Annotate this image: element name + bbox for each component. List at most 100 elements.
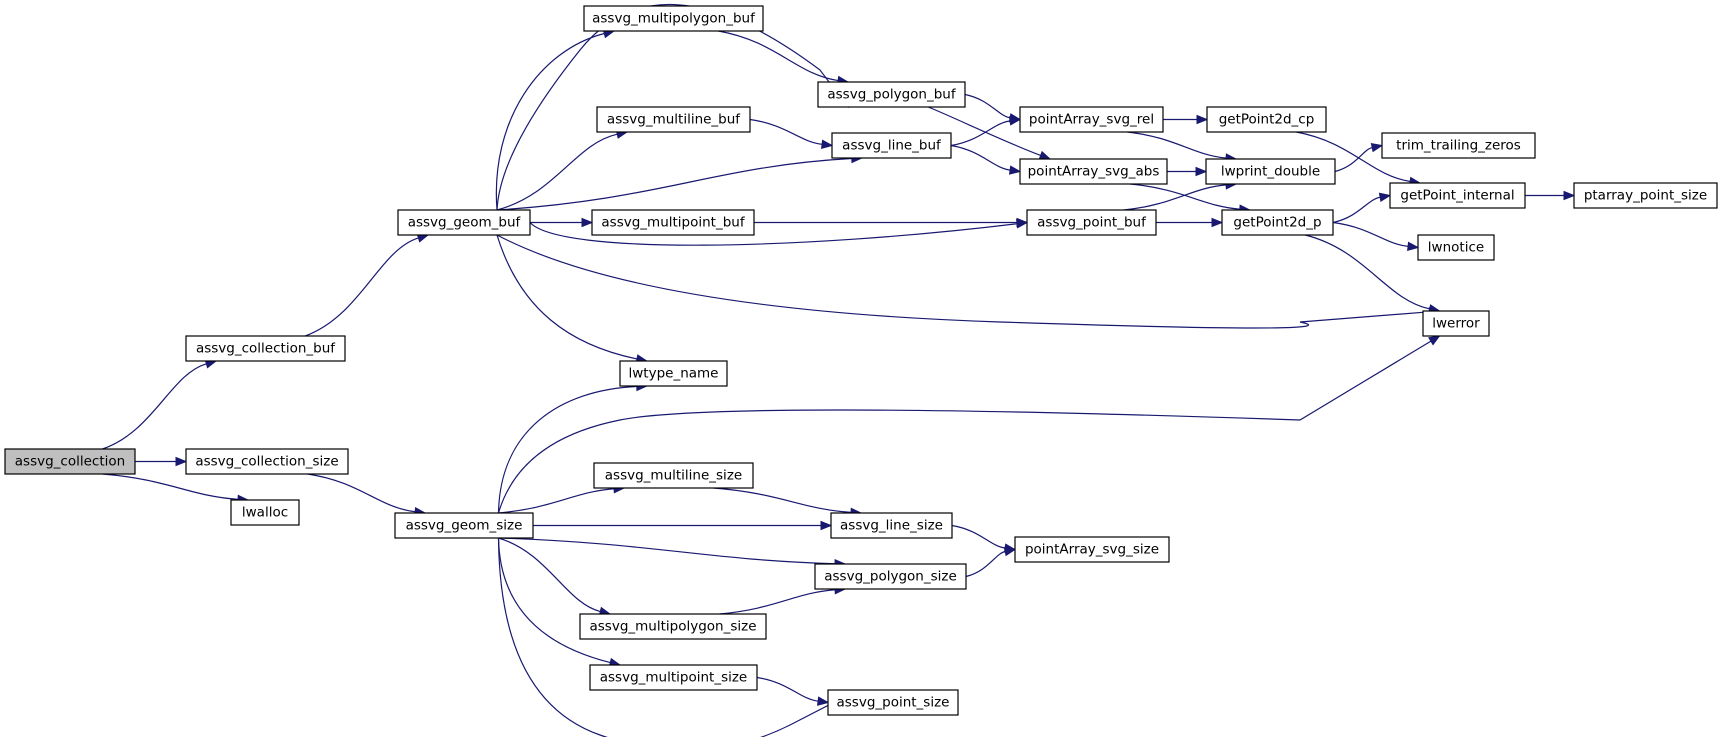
- edge-line: [1332, 196, 1381, 224]
- node-pointArray-svg-size[interactable]: pointArray_svg_size: [1014, 536, 1170, 563]
- node-box: [579, 613, 767, 640]
- node-assvg-polygon-size[interactable]: assvg_polygon_size: [814, 563, 967, 590]
- edge-assvg-collection-buf-to-assvg-geom-buf: [305, 233, 430, 337]
- node-label: assvg_polygon_size: [824, 569, 957, 585]
- node-label: ptarray_point_size: [1584, 188, 1707, 204]
- edge-line: [498, 488, 615, 514]
- node-assvg-multipoint-size[interactable]: assvg_multipoint_size: [589, 664, 758, 691]
- node-pointArray-svg-abs[interactable]: pointArray_svg_abs: [1019, 158, 1168, 185]
- arrowhead: [1016, 217, 1029, 228]
- edge-line: [1332, 221, 1409, 248]
- edge-line: [307, 473, 416, 513]
- node-ptarray-point-size[interactable]: ptarray_point_size: [1573, 182, 1718, 209]
- node-assvg-collection-buf[interactable]: assvg_collection_buf: [185, 335, 346, 362]
- arrowhead: [1407, 241, 1420, 252]
- node-getPoint-internal[interactable]: getPoint_internal: [1389, 182, 1526, 209]
- node-box: [583, 5, 764, 32]
- node-box: [830, 512, 953, 539]
- edge-assvg-multipolygon-size-to-assvg-polygon-size: [719, 585, 847, 615]
- node-assvg-multiline-buf[interactable]: assvg_multiline_buf: [596, 106, 751, 133]
- edge-assvg-line-buf-to-pointArray-svg-rel: [950, 116, 1022, 147]
- edges-layer: [102, 3, 1576, 737]
- edge-getPoint-internal-to-ptarray-point-size: [1525, 190, 1576, 201]
- edge-line: [1334, 146, 1373, 173]
- arrowhead: [1428, 335, 1441, 346]
- node-label: assvg_line_buf: [842, 138, 942, 154]
- node-assvg-multipolygon-buf[interactable]: assvg_multipolygon_buf: [583, 5, 764, 32]
- node-box: [591, 209, 755, 236]
- arrowhead: [175, 456, 188, 467]
- node-lwnotice[interactable]: lwnotice: [1417, 234, 1495, 261]
- node-assvg-multipolygon-size[interactable]: assvg_multipolygon_size: [579, 613, 767, 640]
- edge-line: [713, 487, 852, 513]
- edge-assvg-geom-buf-to-assvg-line-buf: [496, 153, 864, 211]
- edge-line: [497, 340, 1432, 514]
- node-box: [1019, 106, 1164, 133]
- node-assvg-point-buf[interactable]: assvg_point_buf: [1026, 209, 1157, 236]
- edge-line: [305, 237, 419, 337]
- node-label: pointArray_svg_size: [1025, 542, 1159, 558]
- node-box: [589, 664, 758, 691]
- node-label: assvg_geom_buf: [408, 215, 522, 231]
- node-label: pointArray_svg_abs: [1028, 164, 1160, 180]
- node-box: [596, 106, 751, 133]
- node-box: [1381, 132, 1536, 159]
- arrowhead: [1378, 192, 1392, 203]
- node-box: [1417, 234, 1495, 261]
- node-assvg-collection[interactable]: assvg_collection: [4, 448, 136, 475]
- node-assvg-geom-buf[interactable]: assvg_geom_buf: [397, 209, 531, 236]
- arrowhead: [581, 217, 594, 228]
- node-getPoint2d-p[interactable]: getPoint2d_p: [1221, 209, 1334, 236]
- arrowhead: [821, 139, 834, 149]
- arrowhead: [1211, 217, 1224, 228]
- node-assvg-point-size[interactable]: assvg_point_size: [827, 689, 959, 716]
- edge-assvg-geom-size-to-lwtype-name: [497, 381, 649, 514]
- node-trim-trailing-zeros[interactable]: trim_trailing_zeros: [1381, 132, 1536, 159]
- edge-line: [950, 120, 1011, 147]
- arrowhead: [1370, 142, 1384, 153]
- edge-assvg-collection-to-assvg-collection-size: [134, 456, 188, 467]
- node-label: getPoint2d_cp: [1219, 112, 1315, 128]
- arrowhead: [1196, 114, 1209, 125]
- node-label: trim_trailing_zeros: [1396, 138, 1521, 154]
- node-assvg-polygon-buf[interactable]: assvg_polygon_buf: [817, 81, 966, 108]
- edge-pointArray-svg-rel-to-getPoint2d-cp: [1163, 114, 1209, 125]
- edge-assvg-multiline-size-to-assvg-line-size: [713, 487, 863, 518]
- node-getPoint2d-cp[interactable]: getPoint2d_cp: [1206, 106, 1327, 133]
- node-box: [1205, 158, 1336, 185]
- node-box: [827, 689, 959, 716]
- node-assvg-geom-size[interactable]: assvg_geom_size: [394, 512, 534, 539]
- node-lwprint-double[interactable]: lwprint_double: [1205, 158, 1336, 185]
- edge-getPoint2d-p-to-lwnotice: [1332, 221, 1420, 252]
- node-assvg-line-size[interactable]: assvg_line_size: [830, 512, 953, 539]
- node-assvg-multipoint-buf[interactable]: assvg_multipoint_buf: [591, 209, 755, 236]
- node-label: assvg_polygon_buf: [827, 87, 956, 103]
- edge-line: [102, 363, 207, 450]
- node-label: assvg_multipolygon_size: [589, 619, 756, 635]
- node-assvg-multiline-size[interactable]: assvg_multiline_size: [593, 462, 754, 489]
- edge-assvg-geom-buf-to-lwerror: [496, 234, 1441, 329]
- edge-assvg-polygon-size-to-pointArray-svg-size: [965, 546, 1017, 578]
- edge-assvg-geom-size-to-assvg-multiline-size: [498, 484, 626, 514]
- edge-line: [497, 385, 637, 514]
- node-lwtype-name[interactable]: lwtype_name: [619, 360, 728, 387]
- node-label: assvg_point_buf: [1037, 215, 1147, 231]
- arrowhead: [820, 520, 833, 531]
- node-assvg-collection-size[interactable]: assvg_collection_size: [185, 448, 349, 475]
- node-pointArray-svg-rel[interactable]: pointArray_svg_rel: [1019, 106, 1164, 133]
- edge-line: [950, 144, 1011, 171]
- node-lwalloc[interactable]: lwalloc: [230, 499, 300, 526]
- arrowhead: [1008, 165, 1022, 175]
- edge-assvg-geom-size-to-assvg-multipoint-size: [497, 537, 622, 668]
- arrowhead: [816, 696, 830, 706]
- node-box: [1014, 536, 1170, 563]
- edge-assvg-geom-size-to-assvg-line-size: [532, 520, 833, 531]
- node-lwerror[interactable]: lwerror: [1422, 310, 1490, 337]
- node-box: [593, 462, 754, 489]
- edge-pointArray-svg-abs-to-lwprint-double: [1167, 166, 1208, 177]
- node-label: getPoint2d_p: [1233, 215, 1321, 231]
- node-label: lwprint_double: [1221, 164, 1320, 180]
- node-assvg-line-buf[interactable]: assvg_line_buf: [831, 132, 952, 159]
- node-label: lwerror: [1432, 316, 1480, 332]
- edge-line: [102, 473, 239, 500]
